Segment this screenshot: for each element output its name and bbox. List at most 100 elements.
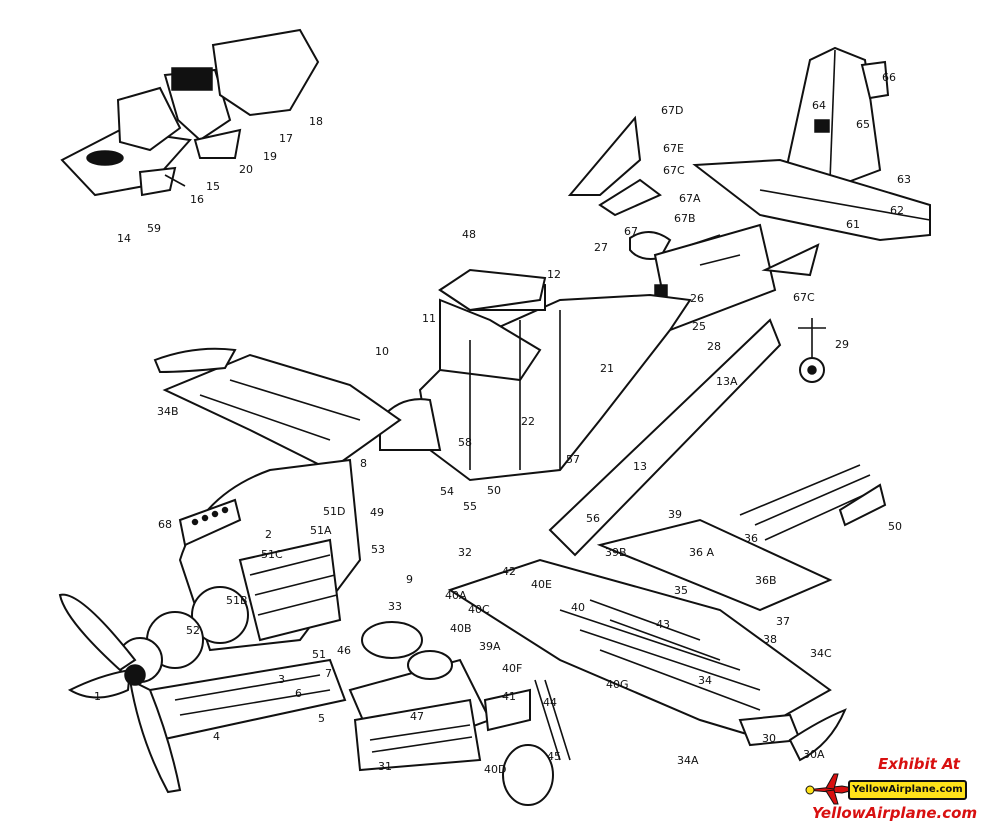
label-52: 52 bbox=[186, 624, 200, 637]
label-40c: 40C bbox=[468, 603, 490, 616]
label-66: 66 bbox=[882, 71, 896, 84]
label-22: 22 bbox=[521, 415, 535, 428]
label-30a: 30A bbox=[803, 748, 825, 761]
label-55: 55 bbox=[463, 500, 477, 513]
label-16: 16 bbox=[190, 193, 204, 206]
label-9: 9 bbox=[406, 573, 413, 586]
label-67e: 67E bbox=[663, 142, 684, 155]
label-46: 46 bbox=[337, 644, 351, 657]
label-28: 28 bbox=[707, 340, 721, 353]
label-7: 7 bbox=[325, 667, 332, 680]
cowling-subassembly bbox=[60, 28, 320, 197]
label-62: 62 bbox=[890, 204, 904, 217]
label-45: 45 bbox=[547, 750, 561, 763]
label-13a: 13A bbox=[716, 375, 738, 388]
label-40d: 40D bbox=[484, 763, 506, 776]
label-67d: 67D bbox=[661, 104, 683, 117]
label-68: 68 bbox=[158, 518, 172, 531]
label-42: 42 bbox=[502, 565, 516, 578]
label-36a: 36 A bbox=[689, 546, 714, 559]
label-18: 18 bbox=[309, 115, 323, 128]
label-67: 67 bbox=[624, 225, 638, 238]
label-39a: 39A bbox=[479, 640, 501, 653]
label-67a: 67A bbox=[679, 192, 701, 205]
label-21: 21 bbox=[600, 362, 614, 375]
label-43: 43 bbox=[656, 618, 670, 631]
label-50: 50 bbox=[487, 484, 501, 497]
tail-group bbox=[692, 46, 931, 242]
label-61: 61 bbox=[846, 218, 860, 231]
canopy-box bbox=[438, 268, 547, 312]
exhibit-text: Exhibit At bbox=[878, 755, 960, 773]
part-labels: 1 2 3 4 5 6 7 8 9 10 11 12 13 13A 14 15 … bbox=[94, 71, 911, 776]
label-65: 65 bbox=[856, 118, 870, 131]
label-35: 35 bbox=[674, 584, 688, 597]
label-51d: 51D bbox=[323, 505, 345, 518]
guns bbox=[739, 464, 887, 541]
label-2: 2 bbox=[265, 528, 272, 541]
label-3: 3 bbox=[278, 673, 285, 686]
label-56: 56 bbox=[586, 512, 600, 525]
label-15: 15 bbox=[206, 180, 220, 193]
label-5: 5 bbox=[318, 712, 325, 725]
label-47: 47 bbox=[410, 710, 424, 723]
label-57: 57 bbox=[566, 453, 580, 466]
label-44: 44 bbox=[543, 696, 557, 709]
label-49: 49 bbox=[370, 506, 384, 519]
label-26: 26 bbox=[690, 292, 704, 305]
label-48: 48 bbox=[462, 228, 476, 241]
label-41: 41 bbox=[502, 690, 516, 703]
label-20: 20 bbox=[239, 163, 253, 176]
label-19: 19 bbox=[263, 150, 277, 163]
label-39: 39 bbox=[668, 508, 682, 521]
label-27: 27 bbox=[594, 241, 608, 254]
label-29: 29 bbox=[835, 338, 849, 351]
tail-wheel bbox=[798, 318, 826, 383]
label-67c: 67C bbox=[663, 164, 685, 177]
fuselage bbox=[379, 273, 782, 557]
label-64: 64 bbox=[812, 99, 826, 112]
label-36b: 36B bbox=[755, 574, 777, 587]
label-50b: 50 bbox=[888, 520, 902, 533]
label-34b: 34B bbox=[157, 405, 179, 418]
label-40a: 40A bbox=[445, 589, 467, 602]
site-link[interactable]: YellowAirplane.com bbox=[812, 804, 978, 822]
label-54: 54 bbox=[440, 485, 454, 498]
label-32: 32 bbox=[458, 546, 472, 559]
label-67b: 67B bbox=[674, 212, 696, 225]
label-6: 6 bbox=[295, 687, 302, 700]
label-11: 11 bbox=[422, 312, 436, 325]
label-34c: 34C bbox=[810, 647, 832, 660]
label-14: 14 bbox=[117, 232, 131, 245]
label-1: 1 bbox=[94, 690, 101, 703]
label-10: 10 bbox=[375, 345, 389, 358]
label-38: 38 bbox=[763, 633, 777, 646]
label-17: 17 bbox=[279, 132, 293, 145]
label-63: 63 bbox=[897, 173, 911, 186]
label-25: 25 bbox=[692, 320, 706, 333]
label-51: 51 bbox=[312, 648, 326, 661]
label-8: 8 bbox=[360, 457, 367, 470]
label-40b: 40B bbox=[450, 622, 472, 635]
label-58: 58 bbox=[458, 436, 472, 449]
label-36: 36 bbox=[744, 532, 758, 545]
exhibit-badge[interactable]: Exhibit At YellowAirplane.com YellowAirp… bbox=[800, 752, 985, 832]
banner-link[interactable]: YellowAirplane.com bbox=[848, 780, 967, 800]
label-34: 34 bbox=[698, 674, 712, 687]
ammo-panel bbox=[178, 498, 242, 547]
landing-gear bbox=[348, 621, 571, 806]
label-51b: 51B bbox=[226, 594, 248, 607]
label-39b: 39B bbox=[605, 546, 627, 559]
label-4: 4 bbox=[213, 730, 220, 743]
label-40e: 40E bbox=[531, 578, 552, 591]
label-37: 37 bbox=[776, 615, 790, 628]
label-40: 40 bbox=[571, 601, 585, 614]
label-30: 30 bbox=[762, 732, 776, 745]
label-59: 59 bbox=[147, 222, 161, 235]
plane-icon bbox=[805, 773, 859, 805]
label-33: 33 bbox=[388, 600, 402, 613]
label-40g: 40G bbox=[606, 678, 629, 691]
propeller bbox=[58, 593, 182, 794]
label-51c: 51C bbox=[261, 548, 283, 561]
